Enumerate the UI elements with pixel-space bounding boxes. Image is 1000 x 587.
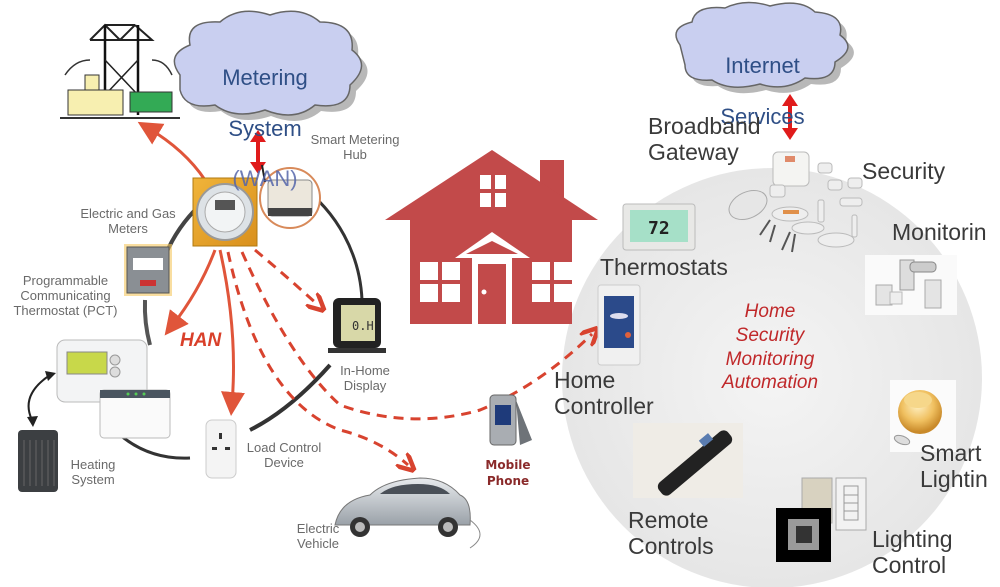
broadband-link-arrow <box>782 94 798 140</box>
cloud-line-wan: (WAN) <box>232 166 298 192</box>
security-label: Security <box>862 158 946 184</box>
house-icon <box>385 150 598 324</box>
electric-vehicle-label: Electric Vehicle <box>296 521 340 551</box>
monitoring-devices-icon <box>865 255 957 315</box>
thermostat-icon: 72 <box>622 203 696 251</box>
han-label: HAN <box>180 330 222 351</box>
thermostats-label: Thermostats <box>600 254 728 280</box>
cloud-line-internet: Internet <box>725 53 800 79</box>
electric-car-icon <box>334 477 481 549</box>
dashed-arrow-to-vehicle <box>226 251 408 465</box>
remote-controls-label: Remote Controls <box>628 507 714 560</box>
center-line-home: Home <box>744 301 796 322</box>
home-controller-label: Home Controller <box>554 367 654 420</box>
dashed-arrow-to-display <box>254 248 318 305</box>
in-home-display-label: In-Home Display <box>340 363 390 393</box>
power-plant-icon <box>60 23 180 119</box>
security-sensors-icon <box>728 162 863 253</box>
broadband-gateway-label: Broadband Gateway <box>648 113 761 166</box>
remote-control-icon <box>633 423 743 498</box>
smart-lighting-label: Smart Lightin <box>920 440 988 493</box>
svg-text:0.H: 0.H <box>352 319 374 333</box>
programmable-thermostat-icon <box>56 339 171 439</box>
meters-label: Electric and Gas Meters <box>80 206 176 236</box>
gateway-cube-icon <box>772 151 810 187</box>
metering-cloud-label: Metering System (WAN) <box>205 40 325 217</box>
metering-system-cloud <box>173 10 368 121</box>
arrow-to-load-control <box>218 249 245 416</box>
lighting-control-label: Lighting Control <box>872 526 953 579</box>
cloud-line-system: System <box>228 115 302 141</box>
flip-phone-icon <box>489 394 532 446</box>
electric-meter-icon <box>192 177 258 247</box>
thermostat-label: Programmable Communicating Thermostat (P… <box>13 273 118 318</box>
internet-services-cloud <box>675 1 854 94</box>
in-home-display-icon: 0.H <box>328 298 386 353</box>
center-line-automation: Automation <box>721 372 819 394</box>
monitoring-label: Monitorin <box>892 219 987 245</box>
cloud-line-metering: Metering <box>222 65 308 91</box>
gas-meter-icon <box>124 244 172 296</box>
wireless-hub-icon <box>259 164 321 229</box>
heating-system-label: Heating System <box>70 457 116 487</box>
smart-plug-icon <box>205 419 237 479</box>
mobile-phone-label: Mobile Phone <box>478 457 538 489</box>
touchscreen-controller-icon <box>597 284 641 366</box>
cloud-line-services: Services <box>720 103 805 129</box>
smart-metering-hub-label: Smart Metering Hub <box>310 132 400 162</box>
dashed-arrow-to-controller <box>240 251 592 421</box>
arrow-to-thermostat <box>164 249 217 336</box>
load-control-label: Load Control Device <box>246 440 322 470</box>
arrow-thermostat-to-heating <box>27 374 51 421</box>
center-line-monitoring: Monitoring <box>725 348 815 370</box>
thermostat-reading: 72 <box>648 218 670 239</box>
mobile-label-line2: Phone <box>486 474 530 489</box>
light-switch-panel-icon <box>776 477 867 562</box>
internet-cloud-label: Internet Services <box>705 28 820 154</box>
smart-lamp-icon <box>890 380 956 452</box>
home-automation-center-text: Home Security Monitoring Automation <box>700 300 840 395</box>
center-line-security: Security <box>735 324 805 346</box>
mobile-label-line1: Mobile <box>485 458 531 472</box>
arrow-to-utility <box>137 121 207 181</box>
hvac-unit-icon <box>18 430 58 492</box>
